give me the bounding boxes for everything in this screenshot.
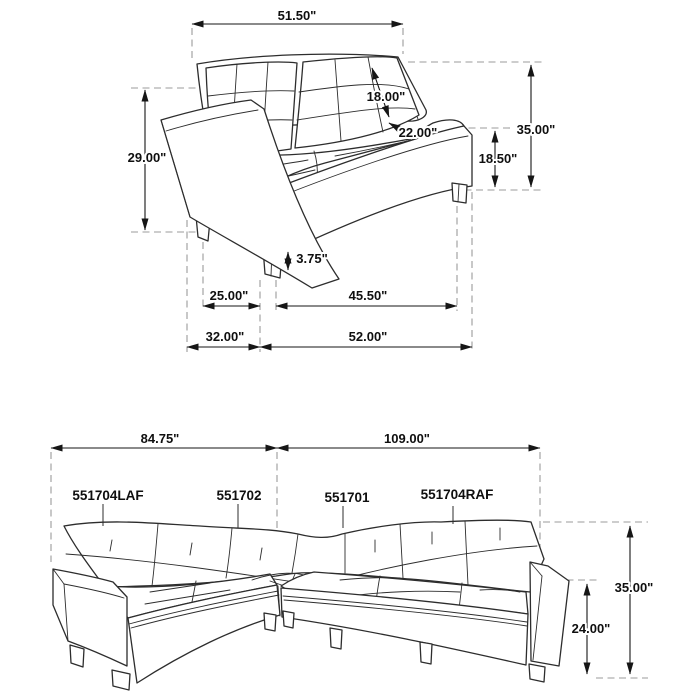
- leg-edge: [457, 183, 460, 203]
- raf-front-face: [280, 587, 529, 666]
- dim-back-cushion: 18.00": [367, 89, 406, 104]
- arm-top-edge: [165, 109, 259, 132]
- back-tuft-tick: [259, 547, 263, 561]
- part-label-wedge: 551702: [216, 488, 261, 503]
- sectional-sketch: [52, 519, 570, 691]
- tuft-line: [149, 582, 211, 593]
- dim-overall-height: 35.00": [615, 580, 654, 595]
- sectional-dimensions: 84.75" 109.00" 35.00" 24.00": [50, 429, 655, 675]
- dim-seat-height: 18.50": [479, 151, 518, 166]
- arm-front-edge: [532, 575, 543, 661]
- tuft-line: [339, 577, 401, 581]
- loveseat-dimensions: 51.50" 29.00" 18.00" 22.00" 35.00" 18.50…: [126, 6, 557, 351]
- sofa-arm-left: [160, 99, 340, 289]
- dim-arm-height: 24.00": [572, 621, 611, 636]
- tuft-line: [144, 589, 231, 605]
- part-label-laf: 551704LAF: [72, 488, 143, 503]
- tuft-line: [207, 90, 295, 97]
- tuft-line: [298, 83, 410, 93]
- back-tuft-tick: [189, 542, 193, 556]
- dim-line-back-cushion: [371, 67, 390, 118]
- dim-left-width: 84.75": [141, 431, 180, 446]
- loveseat-sketch: [160, 53, 473, 289]
- arm-top-edge: [52, 568, 65, 585]
- part-label-raf: 551704RAF: [421, 487, 494, 502]
- sectional-leg: [528, 663, 546, 683]
- back-cushion-split: [225, 527, 233, 579]
- front-rail: [128, 590, 279, 625]
- sectional-leg: [419, 641, 433, 665]
- tuft-line: [334, 59, 342, 142]
- dim-leg-spacing-left: 25.00": [210, 288, 249, 303]
- dim-leg-height: 3.75": [296, 251, 327, 266]
- back-cushion-split: [291, 533, 299, 574]
- front-rail: [130, 594, 280, 629]
- dim-leg-spacing-front: 45.50": [349, 288, 388, 303]
- sectional-leg: [282, 610, 295, 629]
- dim-overall-depth: 32.00": [206, 329, 245, 344]
- tuft-line: [479, 589, 521, 593]
- sectional-arm-right: [529, 561, 570, 667]
- dim-leader-seat-depth: [388, 122, 406, 133]
- back-tuft-line: [65, 553, 315, 586]
- dim-overall-width: 52.00": [349, 329, 388, 344]
- arm-top-edge: [63, 583, 125, 599]
- dim-right-width: 109.00": [384, 431, 430, 446]
- sectional-leg: [69, 644, 85, 668]
- tuft-line: [296, 107, 416, 121]
- loveseat-extension-lines: [131, 28, 545, 352]
- back-tuft-tick: [109, 539, 113, 552]
- arm-top-edge: [529, 561, 543, 577]
- corner-crease: [277, 585, 281, 617]
- sofa-leg: [451, 182, 468, 204]
- back-cushion-split: [151, 523, 159, 587]
- dim-overall-height: 35.00": [517, 122, 556, 137]
- arm-front-edge: [160, 119, 191, 218]
- sectional-leg: [329, 627, 343, 650]
- sectional-leg: [111, 669, 131, 691]
- sectional-part-labels: 551704LAF 551702 551701 551704RAF: [70, 485, 495, 528]
- dim-seat-depth: 22.00": [399, 125, 438, 140]
- sectional-extension-lines: [50, 452, 648, 679]
- dim-back-height: 29.00": [128, 150, 167, 165]
- back-cushion-split: [399, 523, 404, 579]
- part-label-armless: 551701: [324, 490, 370, 505]
- arm-front-edge: [63, 583, 69, 642]
- front-rail: [283, 599, 528, 627]
- front-rail: [282, 595, 528, 623]
- dim-back-width: 51.50": [278, 8, 317, 23]
- sofa-base: [254, 125, 473, 253]
- sectional-leg: [263, 612, 277, 632]
